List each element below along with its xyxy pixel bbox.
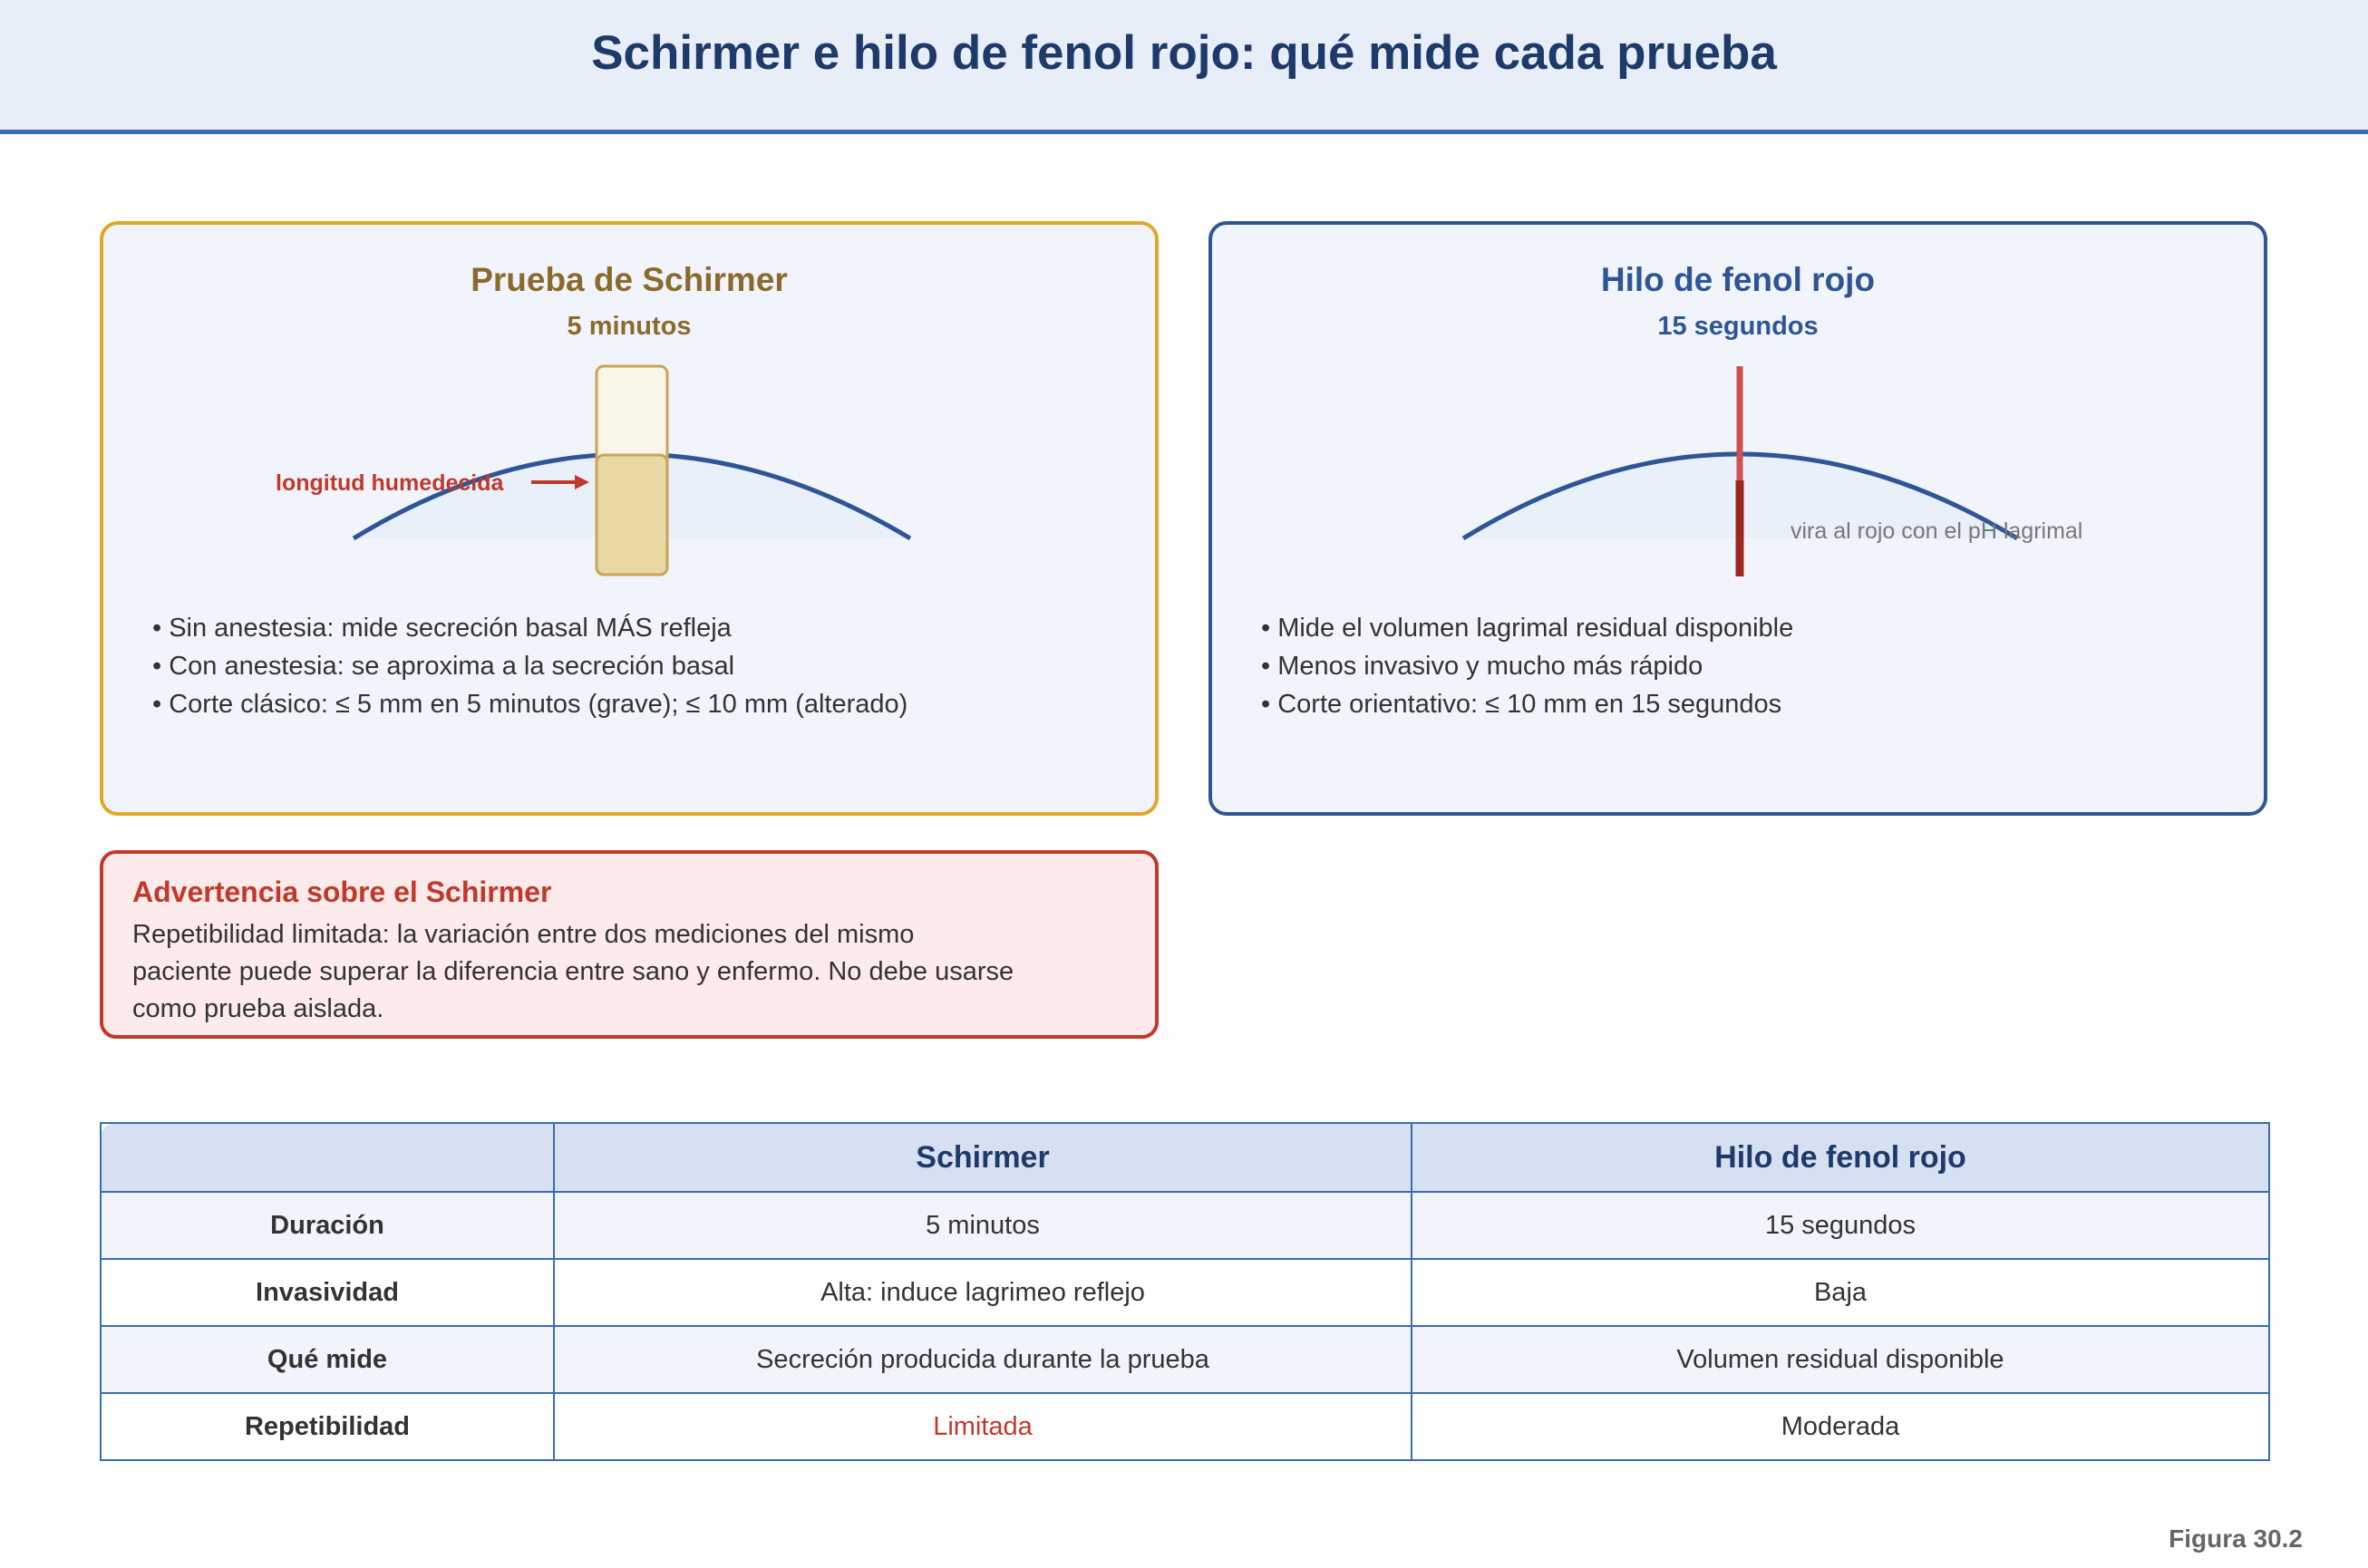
color-change-label: vira al rojo con el pH lagrimal: [1791, 518, 2082, 544]
warning-title: Advertencia sobre el Schirmer: [132, 876, 552, 908]
wetted-length-label: longitud humedecida: [276, 470, 504, 496]
page-title: Schirmer e hilo de fenol rojo: qué mide …: [591, 26, 1777, 80]
frt-illustration: vira al rojo con el pH lagrimal: [1461, 366, 2082, 576]
warning-box: Advertencia sobre el Schirmer Repetibili…: [100, 850, 1159, 1039]
schirmer-bullet: • Sin anestesia: mide secreción basal MÁ…: [152, 614, 732, 643]
comparison-table: Schirmer Hilo de fenol rojo Duración 5 m…: [100, 1122, 2270, 1461]
schirmer-illustration: longitud humedecida: [276, 364, 912, 576]
schirmer-bullets: • Sin anestesia: mide secreción basal MÁ…: [152, 609, 907, 723]
table-row-label: Duración: [100, 1191, 555, 1260]
header-banner: Schirmer e hilo de fenol rojo: qué mide …: [0, 0, 2368, 134]
table-cell-warning: Limitada: [553, 1392, 1412, 1461]
comparison-table-wrap: Schirmer Hilo de fenol rojo Duración 5 m…: [100, 1122, 2270, 1461]
table-header-row: Schirmer Hilo de fenol rojo: [100, 1122, 2270, 1193]
frt-card: Hilo de fenol rojo 15 segundos vira al r…: [1208, 221, 2267, 816]
frt-bullet: • Corte orientativo: ≤ 10 mm en 15 segun…: [1261, 690, 1782, 719]
table-row-label: Qué mide: [100, 1325, 555, 1394]
frt-duration: 15 segundos: [1657, 312, 1819, 341]
table-cell: Secreción producida durante la prueba: [553, 1325, 1412, 1394]
schirmer-title: Prueba de Schirmer: [471, 261, 788, 298]
table-cell: 5 minutos: [553, 1191, 1412, 1260]
table-header: Schirmer: [553, 1122, 1412, 1193]
figure-label: Figura 30.2: [2169, 1524, 2303, 1553]
table-cell: 15 segundos: [1411, 1191, 2270, 1260]
table-header: Hilo de fenol rojo: [1411, 1122, 2270, 1193]
frt-title: Hilo de fenol rojo: [1600, 261, 1876, 298]
schirmer-card: Prueba de Schirmer 5 minutos longitud hu…: [100, 221, 1159, 816]
table-row-label: Repetibilidad: [100, 1392, 555, 1461]
table-cell: Alta: induce lagrimeo reflejo: [553, 1258, 1412, 1327]
table-row-label: Invasividad: [100, 1258, 555, 1327]
frt-bullet: • Menos invasivo y mucho más rápido: [1261, 652, 1703, 681]
arrow-right-icon: [575, 475, 589, 489]
table-cell: Baja: [1411, 1258, 2270, 1327]
frt-bullets: • Mide el volumen lagrimal residual disp…: [1261, 609, 1793, 723]
table-row: Invasividad Alta: induce lagrimeo reflej…: [100, 1258, 2270, 1327]
table-row: Repetibilidad Limitada Moderada: [100, 1392, 2270, 1461]
table-cell: Volumen residual disponible: [1411, 1325, 2270, 1394]
schirmer-bullet: • Corte clásico: ≤ 5 mm en 5 minutos (gr…: [152, 690, 908, 719]
schirmer-bullet: • Con anestesia: se aproxima a la secrec…: [152, 652, 735, 681]
warning-text: Repetibilidad limitada: la variación ent…: [132, 920, 1014, 1023]
table-row: Qué mide Secreción producida durante la …: [100, 1325, 2270, 1394]
table-header: [100, 1122, 555, 1193]
table-row: Duración 5 minutos 15 segundos: [100, 1191, 2270, 1260]
schirmer-duration: 5 minutos: [567, 312, 692, 341]
table-cell: Moderada: [1411, 1392, 2270, 1461]
wetted-portion: [595, 453, 669, 576]
frt-bullet: • Mide el volumen lagrimal residual disp…: [1261, 614, 1794, 643]
